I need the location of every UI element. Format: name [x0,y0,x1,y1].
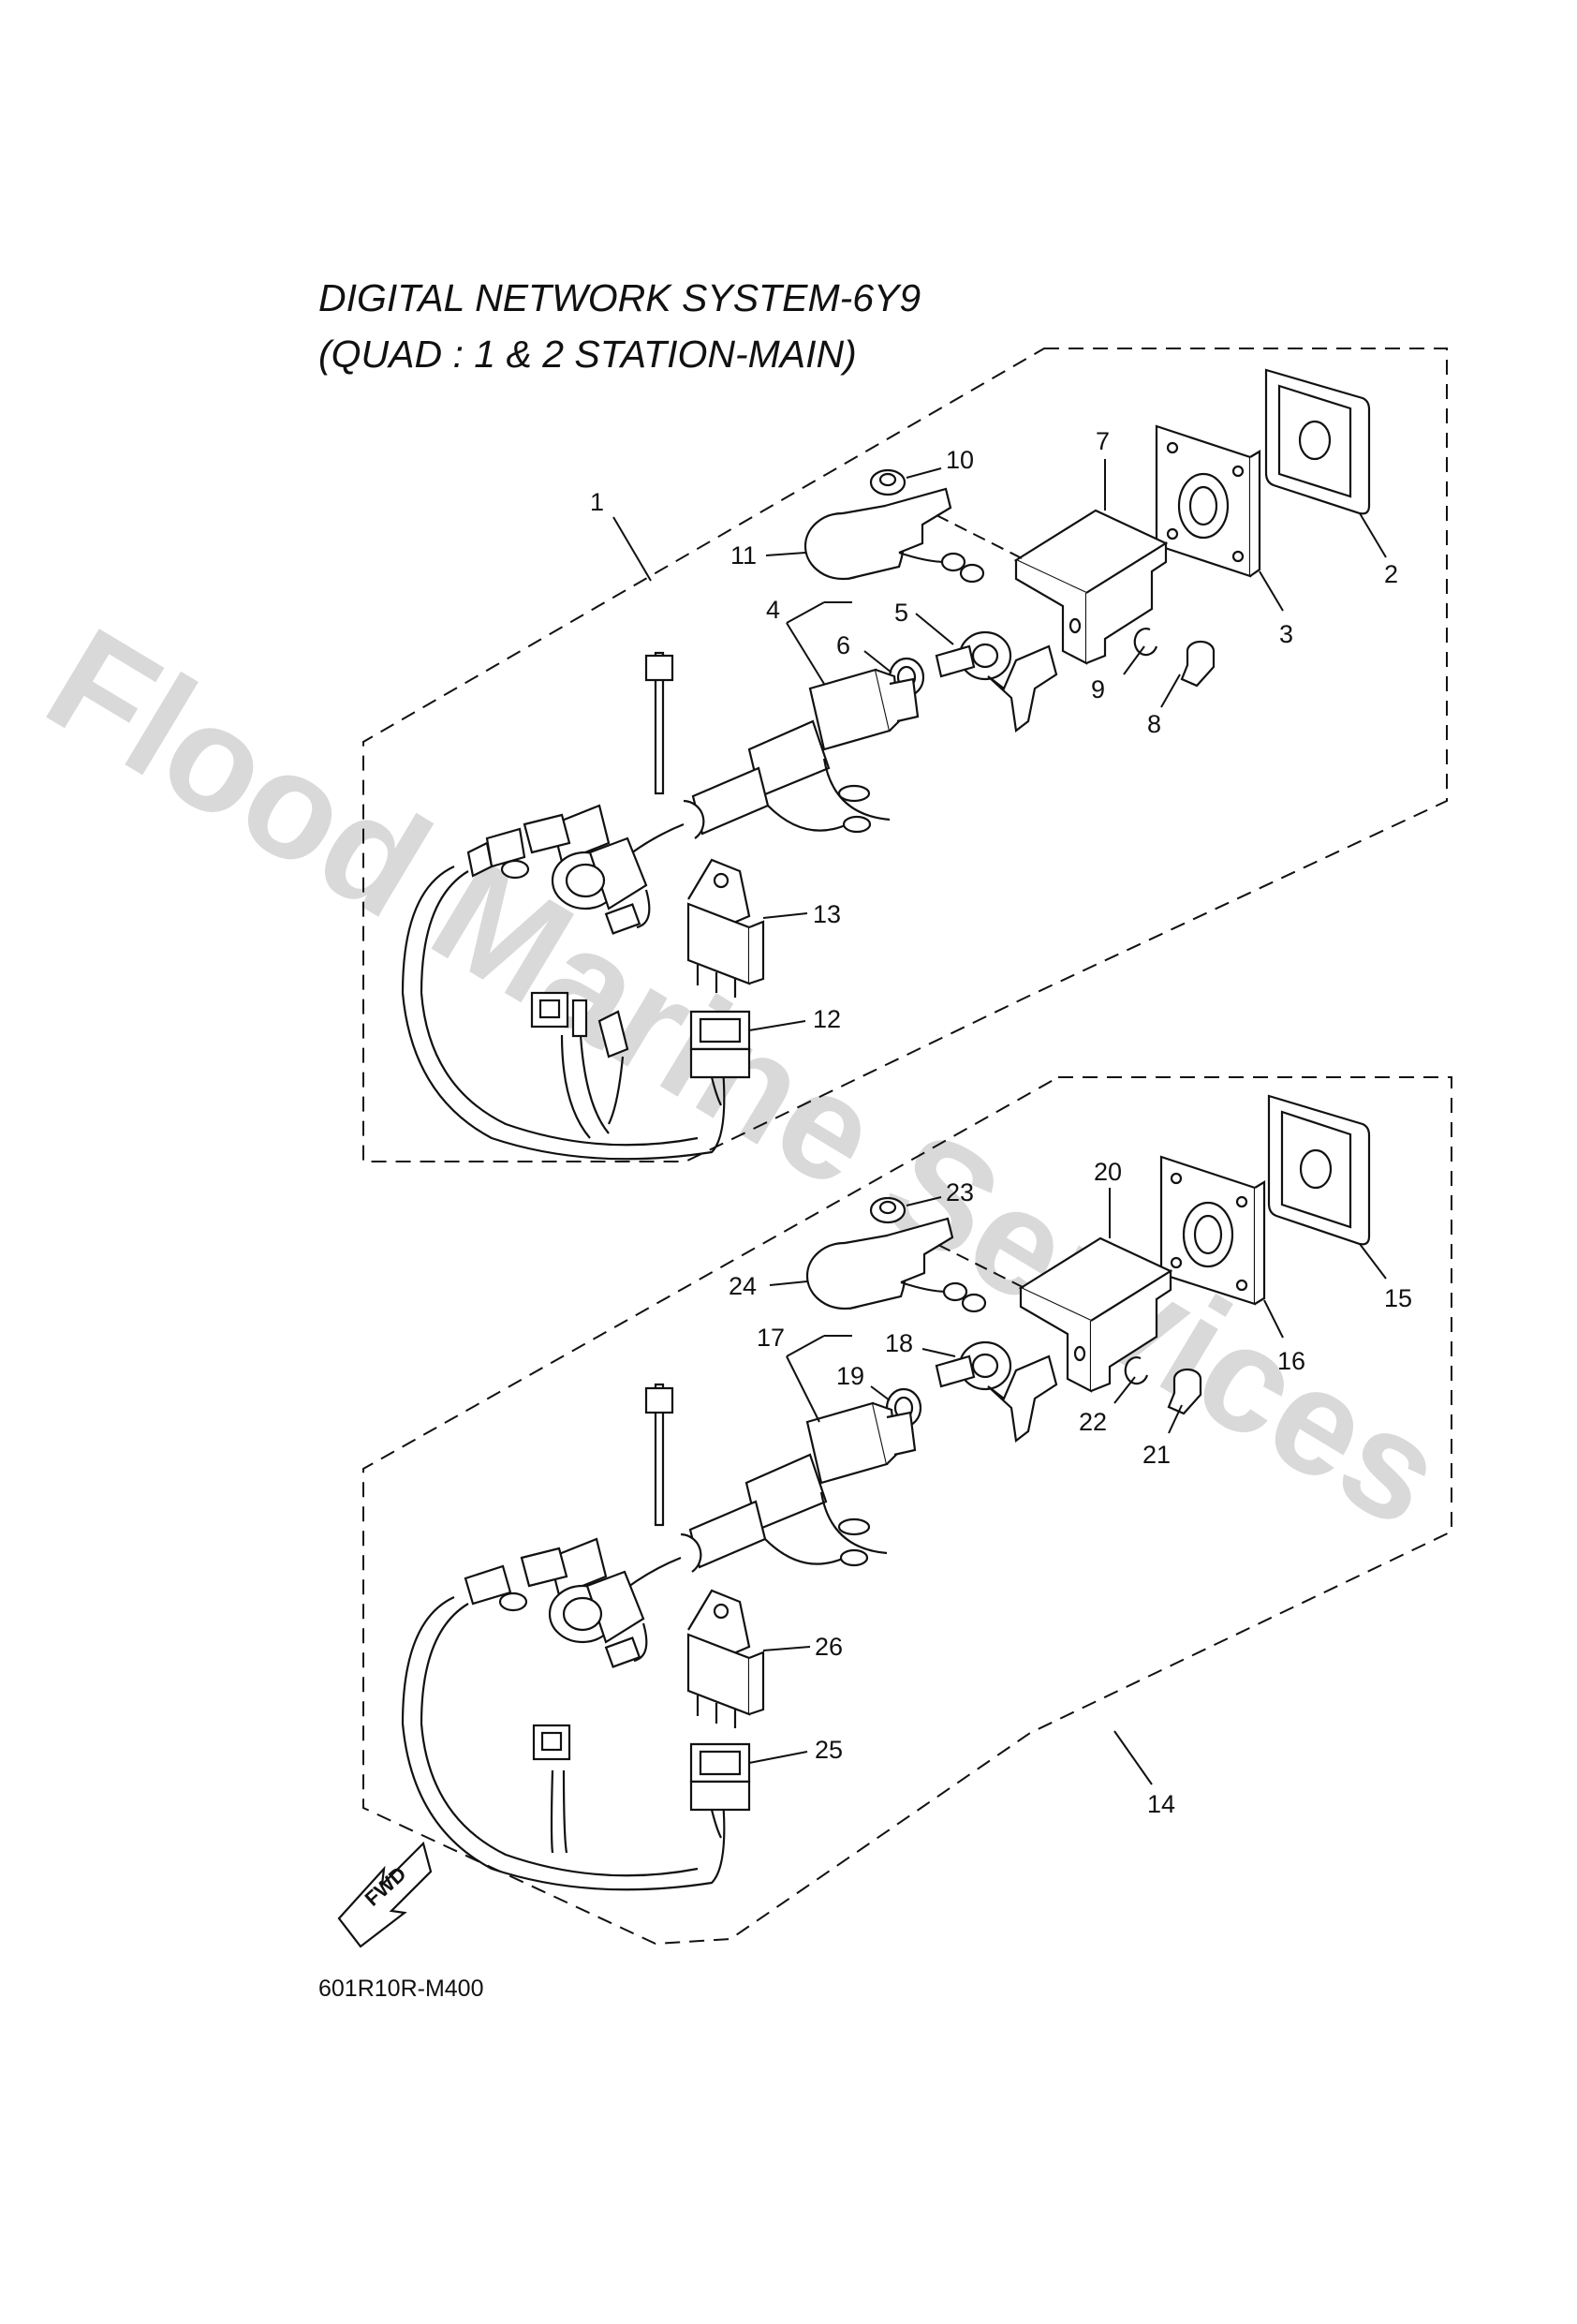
part-26-relay [686,1589,765,1728]
part-12-connector [689,1010,751,1106]
part-3-mount-plate [1155,424,1261,578]
callout-17: 17 [757,1324,785,1352]
part-8-bolt [1180,640,1216,688]
callout-5: 5 [894,599,908,627]
callout-4: 4 [766,596,780,624]
part-9-clip [1133,628,1158,657]
assembly-1-boundary [362,348,1448,1162]
assembly-14 [362,1076,1452,1946]
callouts-assembly-1: 1 2 3 4 5 6 7 8 9 10 11 12 13 [590,427,1398,1033]
diagram-code: 601R10R-M400 [318,1976,484,2002]
part-17-harness [401,1383,917,1891]
part-25-connector [689,1742,751,1839]
part-21-bolt [1167,1368,1202,1415]
callout-25: 25 [815,1736,843,1764]
callout-6: 6 [836,631,850,659]
callout-3: 3 [1279,620,1293,648]
callout-20: 20 [1094,1158,1122,1186]
part-18-key-switch [935,1340,1058,1443]
callouts-assembly-14: 14 15 16 17 18 19 20 21 22 23 24 25 26 [729,1158,1412,1818]
part-5-key-switch [935,630,1058,733]
callout-10: 10 [946,446,974,474]
callout-26: 26 [815,1633,843,1661]
diagram-title-line1: DIGITAL NETWORK SYSTEM-6Y9 [318,276,921,319]
part-23-nut [869,1196,906,1224]
part-13-relay [686,858,765,998]
part-22-clip [1124,1356,1149,1385]
assembly-1 [362,348,1448,1162]
callout-1: 1 [590,488,604,516]
callout-2: 2 [1384,560,1398,588]
diagram-title-line2: (QUAD : 1 & 2 STATION-MAIN) [318,333,857,376]
part-2-gasket [1264,368,1371,515]
part-7-bracket [1013,509,1169,665]
part-4-harness [401,651,920,1161]
callout-19: 19 [836,1362,864,1390]
assembly-14-boundary [362,1076,1452,1946]
fwd-arrow-icon: FWD [337,1841,433,1948]
callout-21: 21 [1142,1441,1171,1469]
callout-13: 13 [813,900,841,928]
callout-24: 24 [729,1272,757,1300]
callout-12: 12 [813,1005,841,1033]
part-10-nut [869,468,906,496]
callout-23: 23 [946,1178,974,1206]
part-15-gasket [1267,1094,1371,1246]
callout-22: 22 [1079,1408,1107,1436]
part-16-mount-plate [1159,1155,1266,1306]
callout-7: 7 [1096,427,1110,455]
callout-9: 9 [1091,675,1105,703]
callout-14: 14 [1147,1790,1175,1818]
callout-18: 18 [885,1329,913,1357]
part-20-bracket [1018,1236,1173,1393]
part-24-buzzer [805,1217,1031,1313]
callout-11: 11 [730,541,757,570]
callout-15: 15 [1384,1284,1412,1312]
callout-8: 8 [1147,710,1161,738]
callout-16: 16 [1277,1347,1305,1375]
part-11-buzzer [803,487,1026,584]
